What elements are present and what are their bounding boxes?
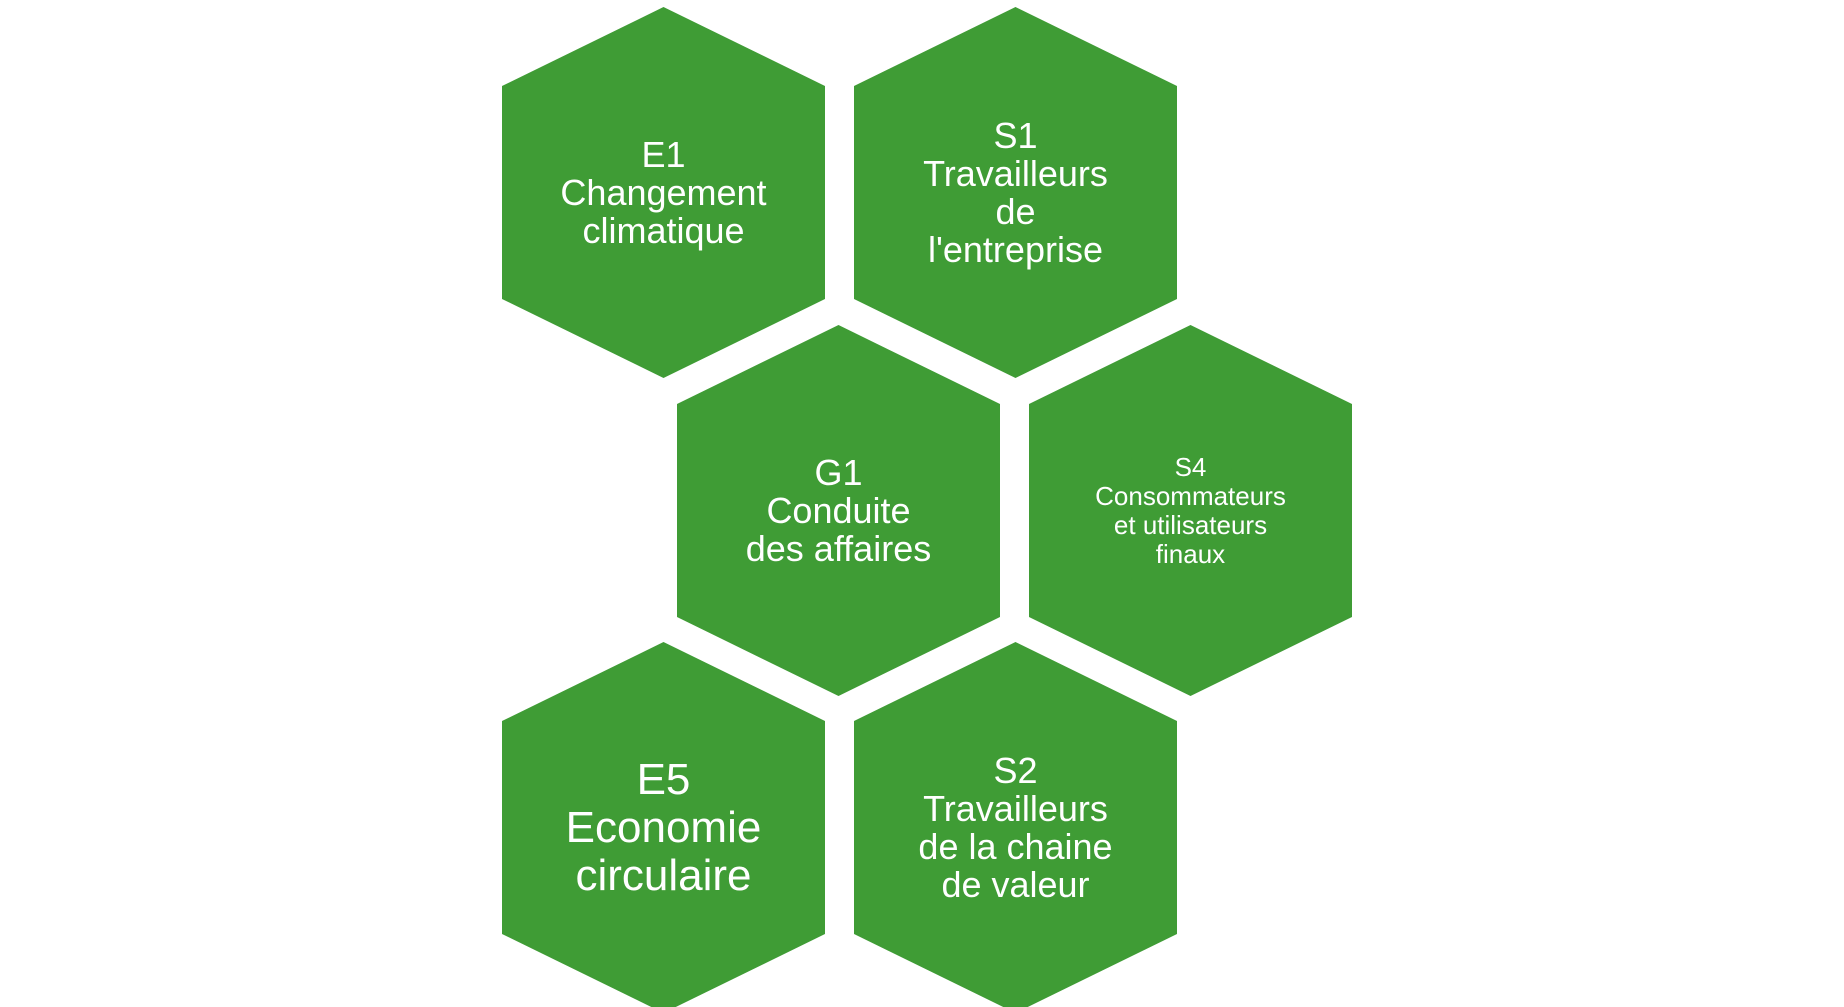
hexagon-s4-label: S4 Consommateurs et utilisateurs finaux [1063,325,1318,696]
hexagon-g1-label: G1 Conduite des affaires [711,325,966,696]
hexagon-e1-line-1: Changement [560,171,767,213]
hexagon-s2-label: S2 Travailleurs de la chaine de valeur [888,642,1143,1007]
hexagon-s2-line-2: de la chaine [918,825,1113,867]
hexagon-shape [854,642,1177,1007]
hexagon-e5-code: E5 [636,754,691,804]
hexagon-e1-line-2: climatique [582,209,745,251]
hexagon-shape [502,7,825,378]
hexagon-g1: G1 Conduite des affaires [677,325,1000,696]
hexagon-s4-code: S4 [1174,451,1207,482]
hexagon-e5-line-2: circulaire [575,850,752,900]
hexagon-s4-line-3: finaux [1155,538,1226,569]
hexagon-s2-line-1: Travailleurs [923,787,1108,829]
hexagon-g1-line-1: Conduite [766,489,911,531]
hexagon-s2-line-3: de valeur [941,863,1090,905]
hexagon-s1: S1 Travailleurs de l'entreprise [854,7,1177,378]
hexagon-g1-code: G1 [814,451,863,493]
hexagon-shape [502,642,825,1007]
hexagon-s1-line-1: Travailleurs [923,152,1108,194]
hexagon-s1-label: S1 Travailleurs de l'entreprise [888,7,1143,378]
hexagon-s2: S2 Travailleurs de la chaine de valeur [854,642,1177,1007]
hexagon-shape [854,7,1177,378]
hexagon-s2-code: S2 [993,749,1038,791]
hexagon-g1-line-2: des affaires [745,527,932,569]
hexagon-s4-line-1: Consommateurs [1095,480,1286,511]
hexagon-e5-label: E5 Economie circulaire [536,642,791,1007]
hexagon-e5: E5 Economie circulaire [502,642,825,1007]
hexagon-s1-code: S1 [993,114,1038,156]
hexagon-s4-line-2: et utilisateurs [1113,509,1268,540]
hexagon-s1-line-2: de [995,190,1036,232]
hexagon-shape [677,325,1000,696]
hexagon-s4: S4 Consommateurs et utilisateurs finaux [1029,325,1352,696]
hexagon-e1: E1 Changement climatique [502,7,825,378]
hexagon-shape [1029,325,1352,696]
hexagon-s1-line-3: l'entreprise [928,228,1103,270]
hexagon-e1-label: E1 Changement climatique [536,7,791,378]
hexagon-e5-line-1: Economie [565,802,762,852]
hexagon-e1-code: E1 [641,133,686,175]
